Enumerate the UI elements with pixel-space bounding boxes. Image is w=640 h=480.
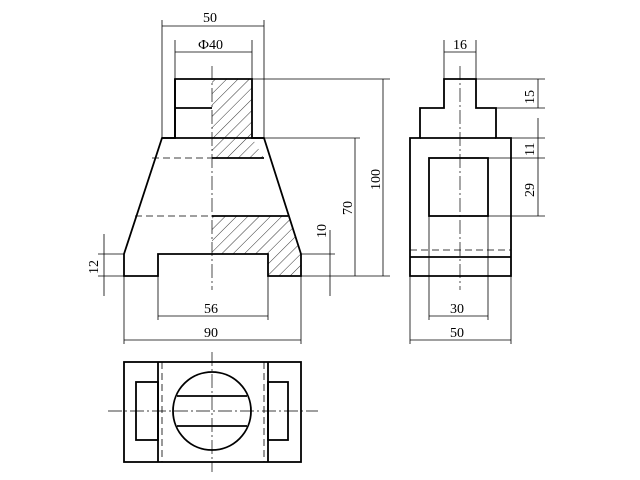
side-outline xyxy=(409,78,512,277)
dim-side-top-width: 16 xyxy=(453,38,467,53)
dim-front-top-width: 50 xyxy=(203,11,217,26)
side-view: 16 15 11 29 30 50 xyxy=(409,38,545,344)
dim-side-step-top: 15 xyxy=(523,90,538,104)
front-section-hatch-lower xyxy=(212,216,301,276)
dim-front-right-step: 10 xyxy=(315,224,330,238)
dim-front-left-base: 12 xyxy=(87,260,102,274)
dim-front-slot-width: 56 xyxy=(204,302,218,317)
front-view: 50 Ф40 100 70 10 12 56 90 xyxy=(87,11,390,344)
dim-side-base-width: 50 xyxy=(450,326,464,341)
dim-side-window-height: 29 xyxy=(523,183,538,197)
dim-front-bore: Ф40 xyxy=(198,38,223,53)
front-top-notch xyxy=(174,79,212,138)
dim-front-base-width: 90 xyxy=(204,326,218,341)
front-section-hatch-upper xyxy=(212,79,264,158)
side-window xyxy=(428,157,489,217)
top-outline xyxy=(123,361,302,463)
top-view xyxy=(108,352,318,472)
dim-front-body-height: 70 xyxy=(341,201,356,215)
dim-front-total-height: 100 xyxy=(369,169,384,190)
dim-side-window-width: 30 xyxy=(450,302,464,317)
dim-side-step-mid: 11 xyxy=(523,143,538,156)
